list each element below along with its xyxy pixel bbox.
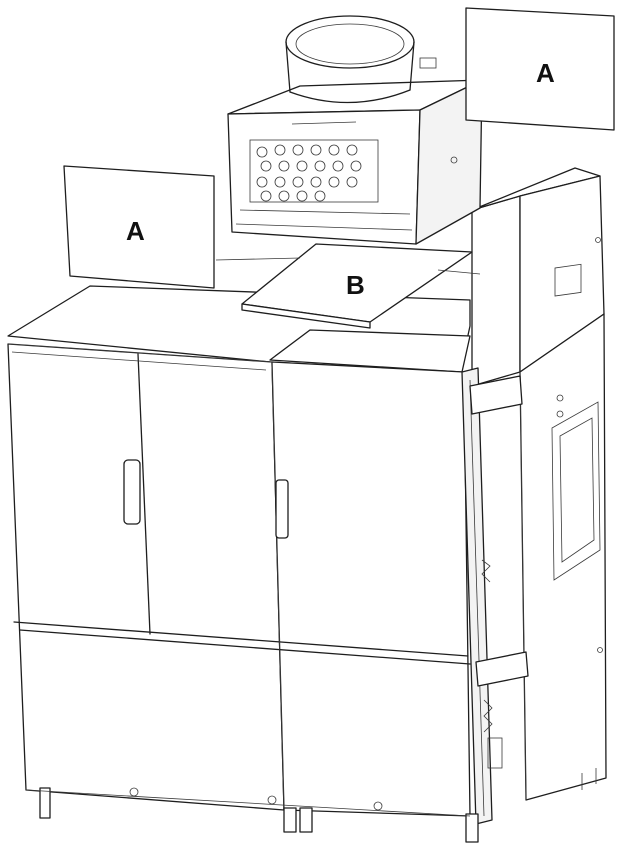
callout-a-right: A xyxy=(536,58,555,88)
panel-a-left xyxy=(63,165,215,289)
panel-b xyxy=(215,243,481,329)
callout-a-left: A xyxy=(126,216,145,246)
main-cabinet xyxy=(7,285,529,843)
evaporator-box xyxy=(227,15,483,245)
control-tower xyxy=(471,167,607,801)
panel-a-right xyxy=(465,7,615,131)
callout-b: B xyxy=(346,270,365,300)
